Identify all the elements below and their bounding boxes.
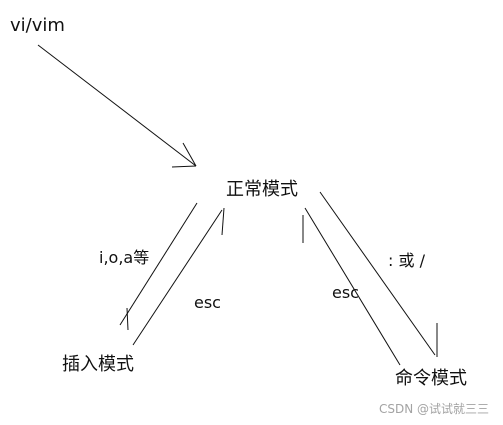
node-command-mode: 命令模式 <box>395 368 467 389</box>
edge-label-esc-insert: esc <box>194 293 221 312</box>
node-normal-mode: 正常模式 <box>226 179 298 200</box>
arrow-start-to-normal <box>37 44 197 168</box>
watermark: CSDN @试试就三三 <box>378 402 489 416</box>
arrow-normal-to-command <box>319 191 438 357</box>
arrow-insert-to-normal <box>132 207 225 346</box>
arrow-normal-to-insert <box>119 202 198 331</box>
edge-label-esc-command: esc <box>332 283 359 302</box>
edge-label-command-keys: : 或 / <box>388 251 425 270</box>
node-start-label: vi/vim <box>10 15 65 36</box>
edge-label-insert-keys: i,o,a等 <box>99 248 150 267</box>
node-insert-mode: 插入模式 <box>62 354 134 375</box>
arrow-command-to-normal <box>302 207 401 366</box>
